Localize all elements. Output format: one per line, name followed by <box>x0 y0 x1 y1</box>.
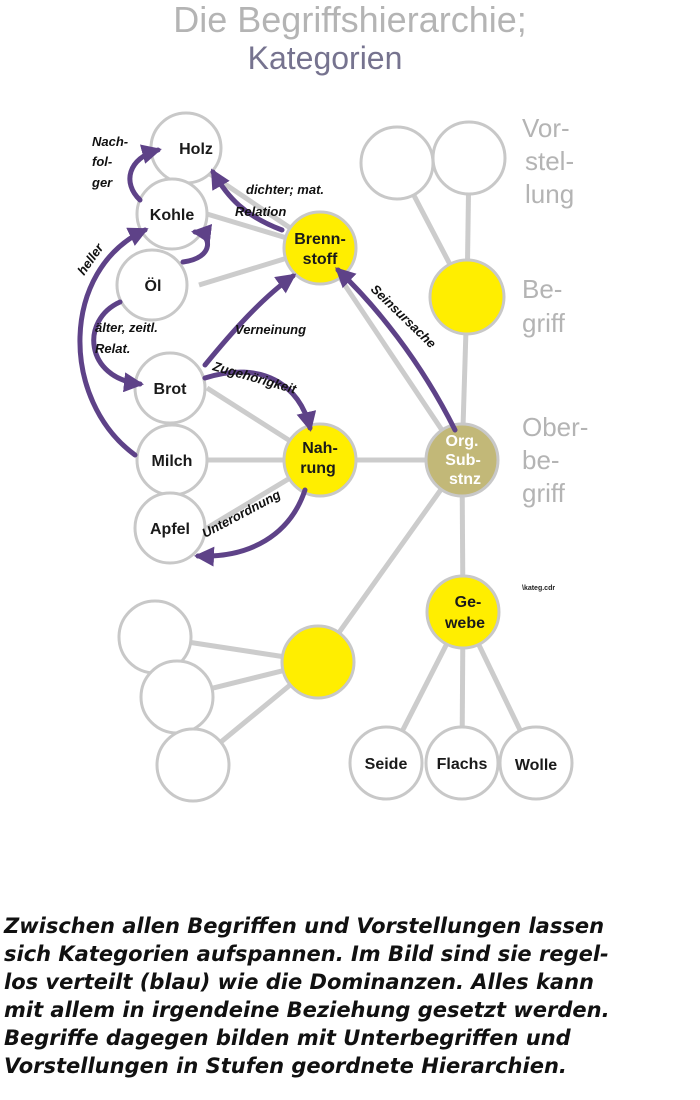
arrow-heller <box>77 227 149 458</box>
diagram-subtitle: Kategorien <box>247 40 403 76</box>
rel-dichter-2: Relation <box>235 204 286 219</box>
node-empty-2 <box>139 659 215 735</box>
rel-aelter-2: Relat. <box>95 341 130 356</box>
caption-text: Zwischen allen Begriffen und Vorstellung… <box>4 912 698 1080</box>
arrow-aelter <box>91 299 144 393</box>
diagram-title: Die Begriffshierarchie; <box>173 0 527 40</box>
node-kohle <box>135 177 209 251</box>
label-milch: Milch <box>152 453 193 470</box>
node-vorstellung-empty-1 <box>359 125 435 201</box>
level-vorstellung-1: Vor- <box>522 113 570 143</box>
node-apfel <box>133 491 207 565</box>
level-begriff-2: griff <box>522 308 566 338</box>
label-org-1: Org. <box>446 433 479 450</box>
node-oel <box>115 248 189 322</box>
node-unnamed-concept <box>280 624 356 700</box>
caption-line-4: mit allem in irgendeine Beziehung gesetz… <box>4 998 610 1022</box>
node-empty-3 <box>155 727 231 803</box>
label-org-3: stnz <box>449 471 481 488</box>
level-vorstellung-3: lung <box>525 179 574 209</box>
rel-aelter-1: älter, zeitl. <box>95 320 158 335</box>
begriff-circles <box>280 210 506 700</box>
arrow-verneinung <box>202 273 297 368</box>
rel-dichter-1: dichter; mat. <box>246 182 324 197</box>
level-oberbegriff-3: griff <box>522 478 566 508</box>
label-brot: Brot <box>154 381 188 398</box>
node-nahrung <box>282 422 358 498</box>
node-org-substanz <box>424 422 500 498</box>
label-flachs: Flachs <box>437 756 488 773</box>
rel-zugehoerigkeit: Zugehörigkeit <box>210 358 298 397</box>
node-begriff-level <box>428 258 506 336</box>
arrow-seinsursache <box>335 267 458 433</box>
label-org-2: Sub- <box>445 452 481 469</box>
caption-line-1: Zwischen allen Begriffen und Vorstellung… <box>4 914 605 938</box>
node-labels: Holz Kohle Öl Brot Milch Apfel Brenn- st… <box>145 141 558 774</box>
label-brennstoff-2: stoff <box>303 251 338 268</box>
level-oberbegriff-1: Ober- <box>522 412 588 442</box>
label-gewebe-1: Ge- <box>455 594 482 611</box>
label-oel: Öl <box>145 276 162 295</box>
rel-heller: heller <box>74 240 107 278</box>
label-brennstoff-1: Brenn- <box>294 231 346 248</box>
label-gewebe-2: webe <box>444 615 485 632</box>
rel-verneinung: Verneinung <box>235 322 306 337</box>
arrow-nachfolger <box>127 144 162 203</box>
level-oberbegriff-2: be- <box>522 445 560 475</box>
node-flachs <box>424 725 500 801</box>
rel-nachfolger-2: fol- <box>92 154 112 169</box>
level-begriff-1: Be- <box>522 274 562 304</box>
caption-line-5: Begriffe dagegen bilden mit Unterbegriff… <box>4 1026 571 1050</box>
edge-unnamed-org <box>315 458 465 664</box>
caption-line-3: los verteilt (blau) wie die Dominanzen. … <box>4 970 594 994</box>
arrow-kohle-oel <box>180 223 213 265</box>
node-wolle <box>498 725 574 801</box>
node-gewebe <box>425 574 501 650</box>
category-arrows <box>77 144 458 567</box>
rel-nachfolger-1: Nach- <box>92 134 128 149</box>
label-nahrung-1: Nah- <box>302 440 338 457</box>
level-vorstellung-2: stel- <box>525 146 574 176</box>
file-label: \kateg.cdr <box>522 585 555 592</box>
label-nahrung-2: rung <box>300 460 336 477</box>
label-holz: Holz <box>179 141 213 158</box>
arrow-zugehoerigkeit <box>202 369 317 432</box>
caption-line-6: Vorstellungen in Stufen geordnete Hierar… <box>4 1054 567 1078</box>
node-seide <box>348 725 424 801</box>
arrow-dichter <box>210 168 285 233</box>
node-brennstoff <box>282 210 358 286</box>
label-wolle: Wolle <box>515 757 557 774</box>
rel-nachfolger-3: ger <box>91 175 113 190</box>
node-vorstellung-empty-2 <box>431 120 507 196</box>
level-labels: Vor- stel- lung Be- griff Ober- be- grif… <box>522 113 588 508</box>
vorstellung-circles <box>115 111 574 803</box>
hierarchy-diagram: Holz Kohle Öl Brot Milch Apfel Brenn- st… <box>74 111 588 803</box>
rel-unterordnung: Unterordnung <box>199 487 283 541</box>
label-kohle: Kohle <box>150 207 195 224</box>
caption-line-2: sich Kategorien aufspannen. Im Bild sind… <box>4 942 609 966</box>
arrow-unterordnung <box>194 487 308 567</box>
label-apfel: Apfel <box>150 521 190 538</box>
label-seide: Seide <box>365 756 408 773</box>
